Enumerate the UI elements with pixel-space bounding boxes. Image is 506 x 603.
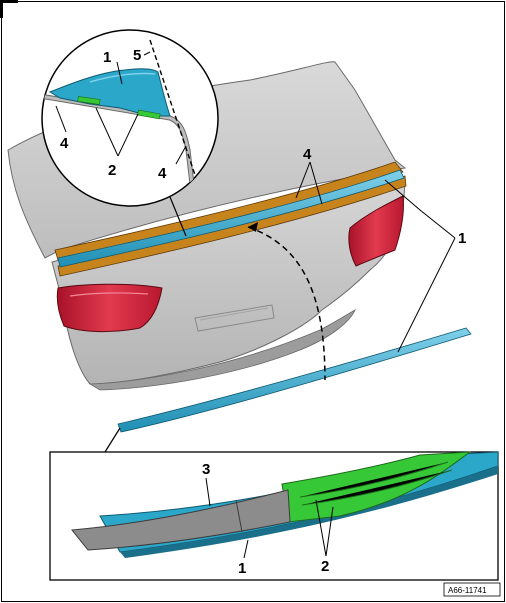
detail-connector-top [169,196,187,237]
label-main-1: 1 [458,230,466,247]
label-bottom-1: 1 [238,560,246,577]
spoiler-on-lid [57,169,405,268]
detail-connector-bottom [104,427,121,453]
leader-lines [55,51,456,559]
label-bottom-2: 2 [321,558,329,575]
label-top-1: 1 [103,49,111,66]
spoiler-removed [117,327,472,433]
removal-path-dashed [247,226,326,381]
label-top-4-right: 4 [158,165,167,182]
label-top-5: 5 [133,47,141,64]
figure-id: A66-11741 [448,586,487,595]
label-top-4-left: 4 [60,135,69,152]
detail-box-bottom [49,451,499,581]
corner-mark [0,0,18,18]
tail-light-left [56,283,163,333]
figure-id-box [443,582,501,597]
tail-light-right [348,195,404,267]
label-bottom-3: 3 [202,461,210,478]
detail-circle-top [41,29,219,207]
label-main-4: 4 [303,146,312,163]
label-top-2: 2 [108,162,116,179]
